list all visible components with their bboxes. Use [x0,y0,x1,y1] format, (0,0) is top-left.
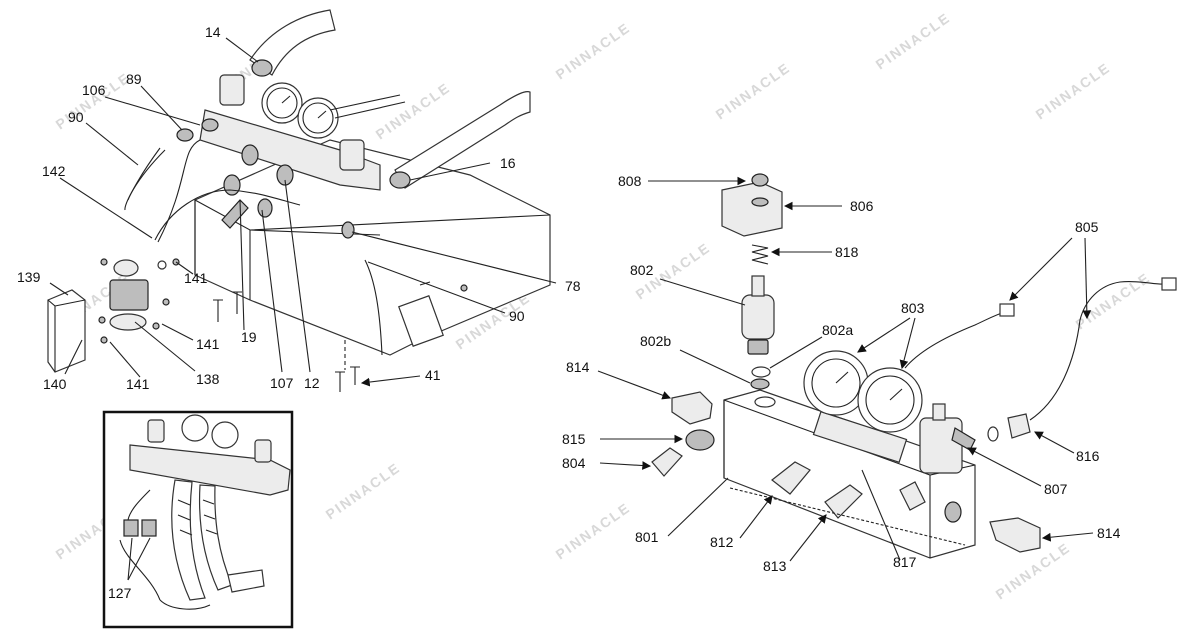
watermark-text: PINNACLE [53,69,134,132]
switch-base [109,313,147,331]
hose-fitting [251,59,273,77]
watermark-text: PINNACLE [553,19,634,82]
callout-805: 805 [1075,219,1099,235]
switch-knob [113,259,139,277]
right-hose [394,90,531,189]
callout-12: 12 [304,375,320,391]
callout-142: 142 [42,163,66,179]
cap-nut [751,173,769,187]
pressure-switch [1007,413,1031,439]
spring [751,244,769,265]
callout-817: 817 [893,554,917,570]
callout-806: 806 [850,198,874,214]
callout-138: 138 [196,371,220,387]
fitting [176,128,194,142]
wire [157,139,201,243]
callout-816: 816 [1076,448,1100,464]
callout-90: 90 [68,109,84,125]
barb-fitting [651,447,683,477]
port [944,501,962,523]
fitting-812 [771,461,811,495]
callout-141: 141 [126,376,150,392]
left-assembly [47,9,551,392]
callout-803: 803 [901,300,925,316]
callout-802a: 802a [822,322,853,338]
callout-106: 106 [82,82,106,98]
callout-807: 807 [1044,481,1068,497]
wire [154,189,301,241]
elbow-fitting [989,517,1041,553]
callout-16: 16 [500,155,516,171]
callout-labels: 14 89 106 90 142 16 139 141 141 141 140 … [17,24,1121,601]
callout-813: 813 [763,558,787,574]
watermark-text: PINNACLE [873,9,954,72]
right-assembly [651,173,1177,559]
callout-139: 139 [17,269,41,285]
callout-814: 814 [1097,525,1121,541]
callout-90: 90 [509,308,525,324]
hose-fitting [389,171,411,189]
washer [750,378,770,390]
callout-814: 814 [566,359,590,375]
callout-127: 127 [108,585,132,601]
drain-tube [364,259,383,356]
callout-14: 14 [205,24,221,40]
callout-140: 140 [43,376,67,392]
callout-107: 107 [270,375,294,391]
watermark-text: PINNACLE [1033,59,1114,122]
callout-812: 812 [710,534,734,550]
cable [1029,281,1166,421]
callout-815: 815 [562,431,586,447]
watermark-text: PINNACLE [1073,269,1154,332]
watermark-text: PINNACLE [373,79,454,142]
fitting [899,481,926,511]
callout-141: 141 [184,270,208,286]
fitting [241,144,259,166]
callout-89: 89 [126,71,142,87]
port [754,396,776,408]
housing-vent [398,295,444,347]
callout-78: 78 [565,278,581,294]
watermark-text: PINNACLE [713,59,794,122]
valve-cap [721,181,783,237]
solenoid-valve [219,74,245,106]
pressure-switch [109,279,149,311]
fitting [223,174,241,196]
callout-801: 801 [635,529,659,545]
o-ring [751,366,771,378]
callout-802: 802 [630,262,654,278]
fitting [276,164,294,186]
manifold-label [812,410,908,464]
callout-19: 19 [241,329,257,345]
leader-lines [49,37,1094,581]
watermark-text: PINNACLE [553,499,634,562]
elbow-fitting [671,391,713,425]
ring-terminal [157,260,167,270]
switch-bracket [47,289,86,373]
screws [98,258,360,392]
tubing [124,149,166,211]
housing-tray [194,139,551,356]
callout-808: 808 [618,173,642,189]
callout-141: 141 [196,336,220,352]
solenoid-valve [919,417,963,474]
callout-802b: 802b [640,333,671,349]
detail-inset [102,410,294,629]
callout-41: 41 [425,367,441,383]
upper-hose [249,9,336,76]
cable [904,311,1006,369]
solenoid-valve [339,139,365,171]
fitting [257,198,273,218]
barb-fitting [221,199,249,229]
callout-804: 804 [562,455,586,471]
valve-body [741,294,775,340]
fitting [201,118,219,132]
watermark-text: PINNACLE [323,459,404,522]
fitting [341,221,355,239]
callout-818: 818 [835,244,859,260]
